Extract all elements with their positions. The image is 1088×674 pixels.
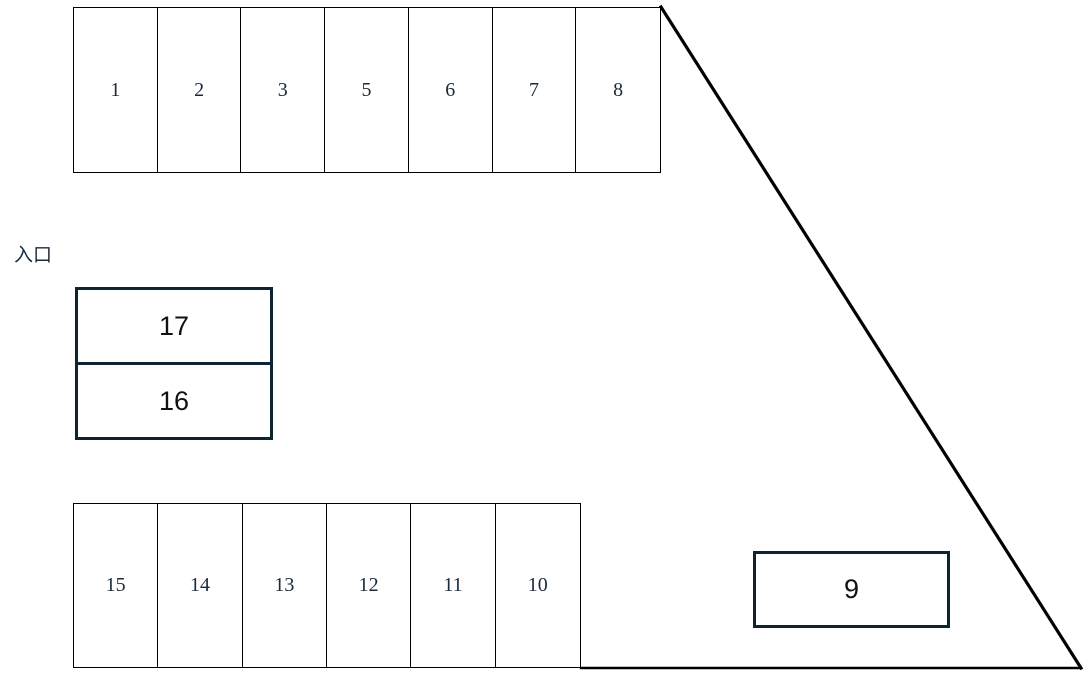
stall-number: 15 [105,574,126,596]
stall-number: 5 [361,78,372,101]
stall-number: 1 [110,78,121,101]
stall-10[interactable]: 10 [496,504,580,667]
stall-7[interactable]: 7 [493,8,577,172]
stall-number: 6 [445,78,456,101]
stall-1[interactable]: 1 [74,8,158,172]
top-stall-row: 1 2 3 5 6 7 8 [73,7,661,173]
stall-13[interactable]: 13 [243,504,327,667]
stall-3[interactable]: 3 [241,8,326,172]
stall-number: 16 [158,385,190,416]
stall-15[interactable]: 15 [74,504,159,667]
stall-5[interactable]: 5 [325,8,409,172]
bottom-stall-row: 15 14 13 12 11 10 [73,503,581,668]
stall-6[interactable]: 6 [409,8,493,172]
stall-number: 3 [277,78,288,101]
stall-number: 9 [843,574,860,604]
stall-number: 17 [158,310,190,341]
stall-number: 14 [189,574,210,596]
stall-8[interactable]: 8 [576,8,660,172]
stall-number: 7 [528,78,539,101]
stall-14[interactable]: 14 [158,504,243,667]
stall-16[interactable]: 16 [78,365,270,437]
stacked-stall-block: 17 16 [75,287,273,440]
entrance-label: 入口 [14,244,53,266]
stall-number: 2 [194,78,205,101]
stall-number: 12 [358,574,379,596]
stall-11[interactable]: 11 [411,504,496,667]
stall-number: 13 [274,574,295,596]
stall-9[interactable]: 9 [756,554,947,625]
stall-number: 8 [613,78,624,101]
stall-2[interactable]: 2 [158,8,242,172]
stall-number: 11 [443,574,463,596]
stall-17[interactable]: 17 [78,290,270,365]
stall-number: 10 [527,574,548,596]
single-stall-block: 9 [753,551,950,628]
stall-12[interactable]: 12 [327,504,412,667]
